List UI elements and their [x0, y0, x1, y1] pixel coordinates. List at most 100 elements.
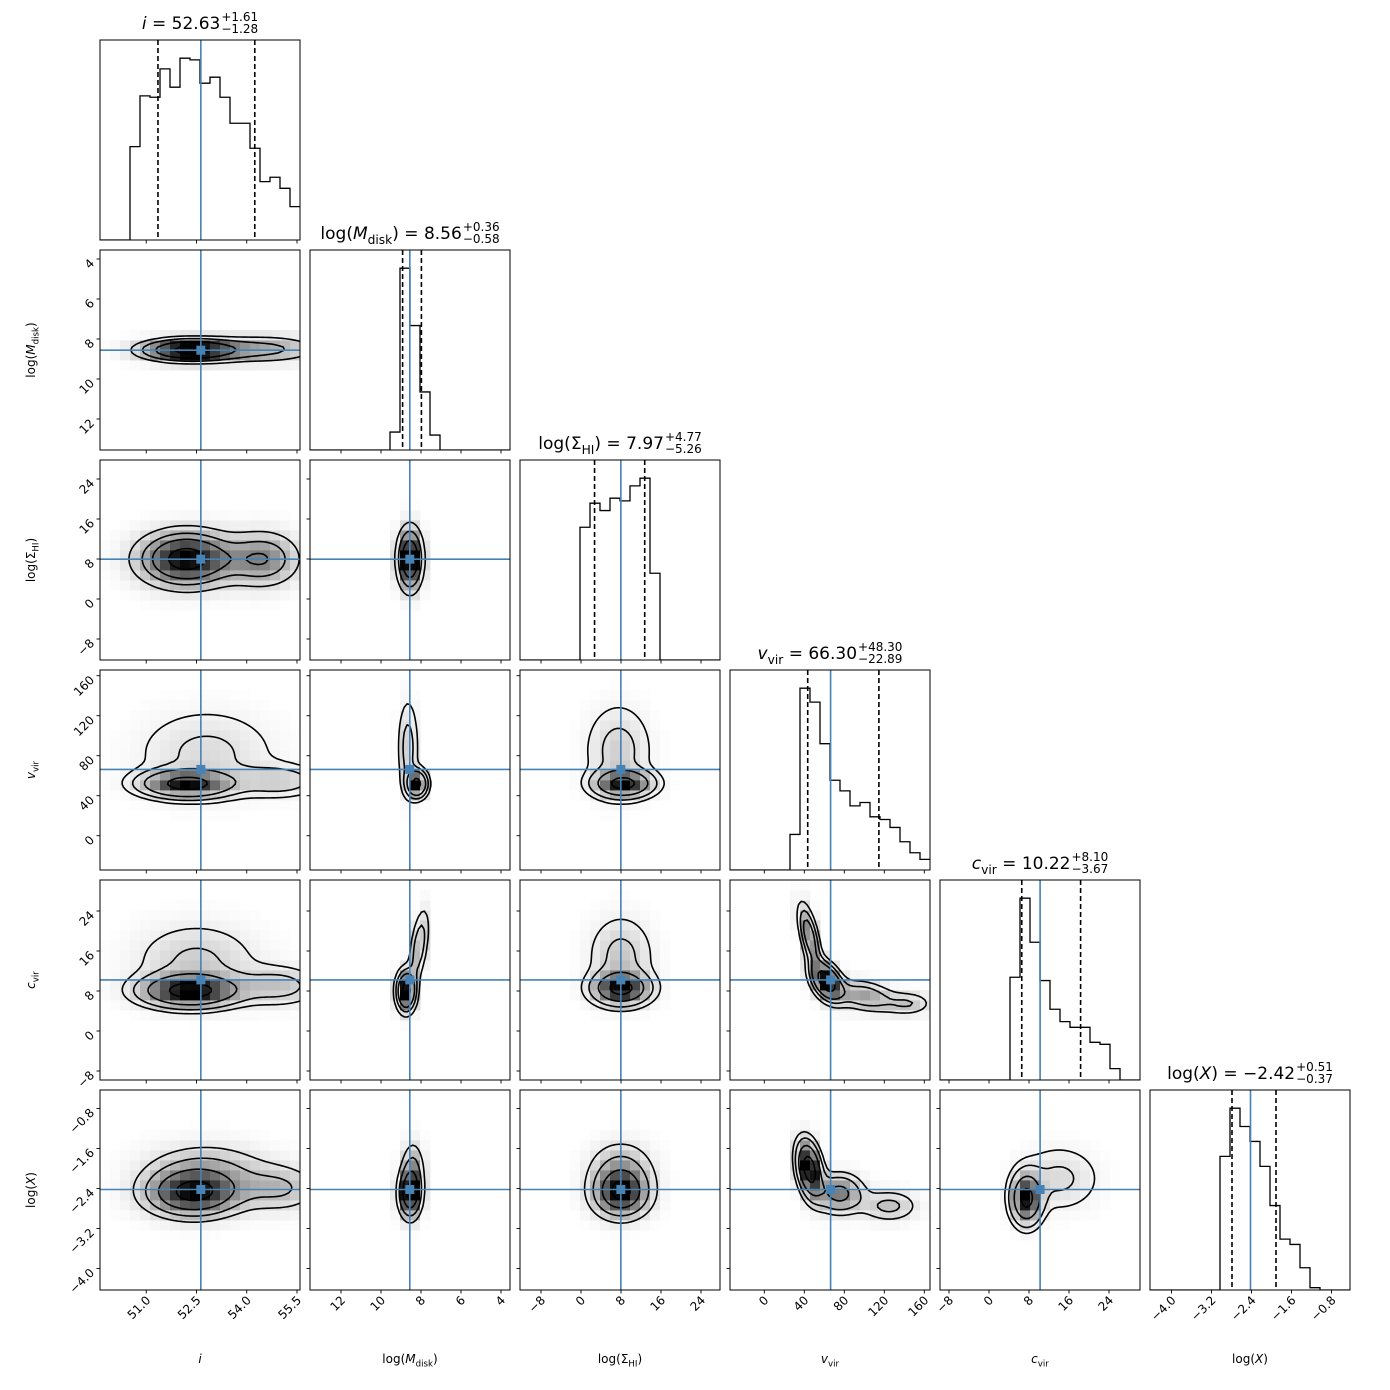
density-cell — [190, 1120, 201, 1131]
density-cell — [620, 740, 631, 751]
density-cell — [600, 780, 611, 791]
density-cell — [790, 920, 801, 931]
density-cell — [400, 570, 411, 581]
density-cell — [580, 980, 591, 991]
label-prefix: log( — [24, 355, 38, 378]
density-cell — [170, 560, 181, 571]
density-cell — [170, 1180, 181, 1191]
density-cell — [280, 1210, 291, 1221]
density-cell — [800, 900, 811, 911]
density-cell — [150, 740, 161, 751]
density-cell — [800, 910, 811, 921]
density-cell — [910, 980, 921, 991]
density-cell — [890, 1200, 901, 1211]
density-cell — [120, 740, 131, 751]
density-cell — [870, 1220, 881, 1231]
density-cell — [150, 1190, 161, 1201]
density-cell — [410, 580, 421, 591]
density-cell — [600, 760, 611, 771]
density-cell — [590, 1210, 601, 1221]
density-cell — [880, 1210, 891, 1221]
title-main: log(X) = −2.42 — [1167, 1064, 1295, 1084]
density-cell — [280, 520, 291, 531]
density-cell — [190, 990, 201, 1001]
density-cell — [160, 590, 171, 601]
density-cell — [570, 930, 581, 941]
x-tick-label: 0 — [756, 1293, 771, 1308]
density-cell — [140, 520, 151, 531]
density-cell — [1050, 1130, 1061, 1141]
density-cell — [580, 930, 591, 941]
density-cell — [160, 970, 171, 981]
density-cell — [1110, 1170, 1121, 1181]
density-cell — [590, 1170, 601, 1181]
density-cell — [110, 1000, 121, 1011]
density-cell — [620, 1000, 631, 1011]
density-cell — [1070, 1200, 1081, 1211]
density-cell — [650, 970, 661, 981]
density-cell — [620, 810, 631, 821]
density-cell — [620, 690, 631, 701]
density-cell — [830, 1170, 841, 1181]
contour-level — [580, 918, 662, 1013]
density-cell — [400, 770, 411, 781]
density-cell — [660, 980, 671, 991]
density-cell — [250, 960, 261, 971]
density-cell — [220, 770, 231, 781]
density-cell — [210, 770, 221, 781]
density-cell — [120, 720, 131, 731]
density-cell — [390, 990, 401, 1001]
contour-level — [802, 919, 846, 1000]
density-cell — [190, 810, 201, 821]
density-cell — [660, 1000, 671, 1011]
density-cell — [160, 950, 171, 961]
density-cell — [110, 970, 121, 981]
density-cell — [240, 1160, 251, 1171]
label-suffix: ) — [24, 538, 38, 543]
density-cell — [160, 980, 171, 991]
label-symbol: c — [24, 982, 38, 989]
density-cell — [250, 590, 261, 601]
density-cell — [630, 780, 641, 791]
density-cell — [850, 970, 861, 981]
density-cell — [130, 770, 141, 781]
density-cell — [200, 730, 211, 741]
density-cell — [1060, 1150, 1071, 1161]
title-equals: = — [783, 644, 808, 664]
density-cell — [100, 1190, 111, 1201]
density-cell — [230, 330, 241, 341]
density-cell — [200, 1140, 211, 1151]
y-tick-label: −2.4 — [67, 1186, 98, 1217]
density-cell — [140, 920, 151, 931]
density-cell — [250, 1210, 261, 1221]
density-cell — [900, 1180, 911, 1191]
y-tick-label: 80 — [76, 753, 97, 774]
panel-frame — [519, 669, 721, 871]
density-cell — [240, 530, 251, 541]
density-cell — [810, 920, 821, 931]
density-cell — [140, 330, 151, 341]
density-cell — [210, 700, 221, 711]
density-cell — [660, 760, 671, 771]
density-cell — [200, 770, 211, 781]
density-cell — [210, 900, 221, 911]
label-suffix: ) — [1211, 1064, 1218, 1084]
density-cell — [130, 520, 141, 531]
density-cell — [250, 730, 261, 741]
density-cell — [820, 970, 831, 981]
density-cell — [600, 1140, 611, 1151]
density-cell — [190, 1220, 201, 1231]
density-cell — [270, 1210, 281, 1221]
density-cell — [150, 950, 161, 961]
density-cell — [250, 760, 261, 771]
density-cell — [660, 1170, 671, 1181]
truth-marker — [196, 345, 206, 355]
density-cell — [840, 1170, 851, 1181]
density-cell — [650, 770, 661, 781]
title-lower-error: −5.26 — [665, 442, 702, 456]
density-cell — [230, 970, 241, 981]
density-cell — [210, 570, 221, 581]
density-cell — [140, 1200, 151, 1211]
